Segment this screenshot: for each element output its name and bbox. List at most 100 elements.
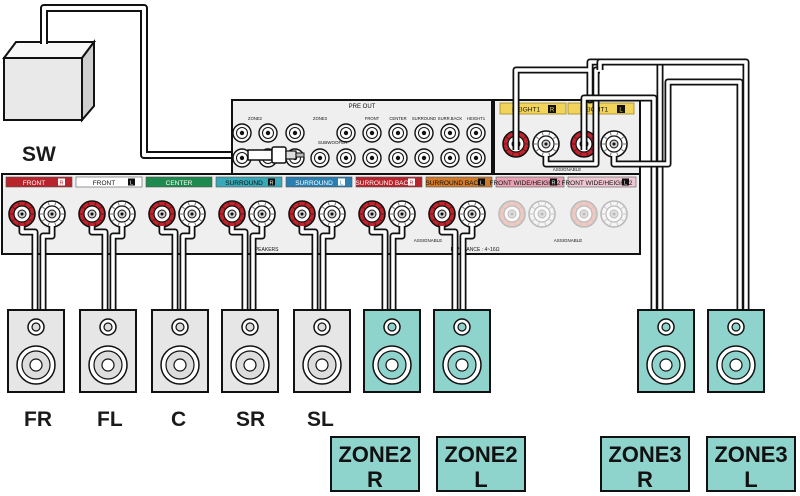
subwoofer-jack-label: SUBWOOFER: [318, 140, 348, 145]
binding-post-icon: [532, 130, 560, 158]
subwoofer-icon: [2, 39, 96, 123]
rca-jack-icon: [440, 123, 460, 143]
channel-side-badge: R: [552, 181, 556, 187]
zone3-r-label: ZONE3 R: [600, 436, 690, 492]
channel-label: SURROUND BACK: [425, 180, 483, 187]
zone3-l-label: ZONE3 L: [706, 436, 796, 492]
binding-post-icon: [38, 200, 66, 228]
speaker-icon: [363, 309, 421, 393]
speaker-label-sr: SR: [236, 408, 266, 431]
speaker-wire: [39, 226, 56, 312]
channel-label: FRONT: [23, 180, 45, 187]
impedance-label: IMPEDANCE : 4~16Ω: [451, 247, 500, 253]
pre-out-jack-label: SURROUND: [412, 116, 436, 121]
speaker-wire: [319, 226, 336, 312]
speaker-wire: [610, 78, 744, 312]
speaker-label-sl: SL: [307, 408, 334, 431]
binding-post-icon: [600, 130, 628, 158]
speaker-icon: [151, 309, 209, 393]
rca-jack-icon: [466, 148, 486, 168]
channel-label: SURROUND: [295, 180, 333, 187]
speaker-label-fl: FL: [97, 408, 123, 431]
rca-jack-icon: [258, 123, 278, 143]
channel-strip: SURROUND L: [285, 176, 353, 188]
assignable-label: ASSIGNABLE: [414, 238, 443, 243]
channel-strip: FRONT R: [5, 176, 73, 188]
height-side-badge: L: [619, 108, 623, 114]
binding-post-icon: [498, 200, 526, 228]
assignable-label: ASSIGNABLE: [553, 167, 582, 172]
zone2-l-label: ZONE2 L: [436, 436, 526, 492]
channel-side-badge: L: [480, 181, 483, 187]
height-side-badge: R: [550, 108, 555, 114]
speaker-icon: [221, 309, 279, 393]
rca-jack-icon: [362, 148, 382, 168]
rca-jack-icon: [388, 148, 408, 168]
channel-label: FRONT: [93, 180, 115, 187]
binding-post-icon: [570, 200, 598, 228]
rca-jack-icon: [388, 123, 408, 143]
speaker-icon: [7, 309, 65, 393]
channel-label: FRONT WIDE/HEIGHT2: [561, 180, 632, 187]
speaker-label-c: C: [171, 408, 187, 431]
binding-post-icon: [8, 200, 36, 228]
speaker-icon: [79, 309, 137, 393]
assignable-label: ASSIGNABLE: [554, 238, 583, 243]
height-label: HEIGHT1: [512, 107, 541, 114]
subwoofer-cable: [40, 4, 268, 159]
speaker-wire: [298, 226, 319, 312]
binding-post-icon: [428, 200, 456, 228]
binding-post-icon: [358, 200, 386, 228]
speaker-label-fr: FR: [24, 408, 52, 431]
channel-side-badge: R: [270, 181, 274, 187]
channel-label: FRONT WIDE/HEIGHT2: [489, 180, 560, 187]
binding-post-icon: [528, 200, 556, 228]
binding-post-icon: [458, 200, 486, 228]
rca-jack-icon: [232, 123, 252, 143]
channel-strip: CENTER: [145, 176, 213, 188]
rca-jack-icon: [362, 123, 382, 143]
channel-side-badge: R: [60, 181, 64, 187]
pre-out-jack-label: ZONE3: [313, 116, 328, 121]
pre-out-jack-label: SURR.BACK: [438, 116, 463, 121]
binding-post-icon: [248, 200, 276, 228]
pre-out-jack-label: HEIGHT1: [467, 116, 486, 121]
pre-out-jack-label: FRONT: [365, 116, 380, 121]
speaker-wire: [438, 226, 459, 312]
rca-jack-icon: [414, 148, 434, 168]
binding-post-icon: [218, 200, 246, 228]
binding-post-icon: [318, 200, 346, 228]
speaker-icon: [293, 309, 351, 393]
binding-post-icon: [108, 200, 136, 228]
binding-post-icon: [178, 200, 206, 228]
channel-side-badge: L: [340, 181, 343, 187]
speaker-wire: [179, 226, 196, 312]
rca-jack-icon: [414, 123, 434, 143]
binding-post-icon: [78, 200, 106, 228]
rca-jack-icon: [285, 123, 305, 143]
speaker-wire: [88, 226, 109, 312]
rca-plug-icon: [247, 146, 305, 164]
speaker-wire: [249, 226, 266, 312]
rca-jack-icon: [466, 123, 486, 143]
speaker-wire: [109, 226, 126, 312]
speaker-icon: [707, 309, 765, 393]
speaker-wire: [459, 226, 476, 312]
zone2-r-label: ZONE2 R: [330, 436, 420, 492]
rca-jack-icon: [336, 123, 356, 143]
binding-post-icon: [148, 200, 176, 228]
channel-label: SURROUND BACK: [355, 180, 413, 187]
pre-out-title: PRE OUT: [349, 104, 376, 110]
speakers-label: SPEAKERS: [252, 247, 280, 253]
binding-post-icon: [288, 200, 316, 228]
channel-side-badge: R: [410, 181, 414, 187]
rca-jack-icon: [336, 148, 356, 168]
channel-label: SURROUND: [225, 180, 263, 187]
subwoofer-label: SW: [22, 143, 56, 166]
